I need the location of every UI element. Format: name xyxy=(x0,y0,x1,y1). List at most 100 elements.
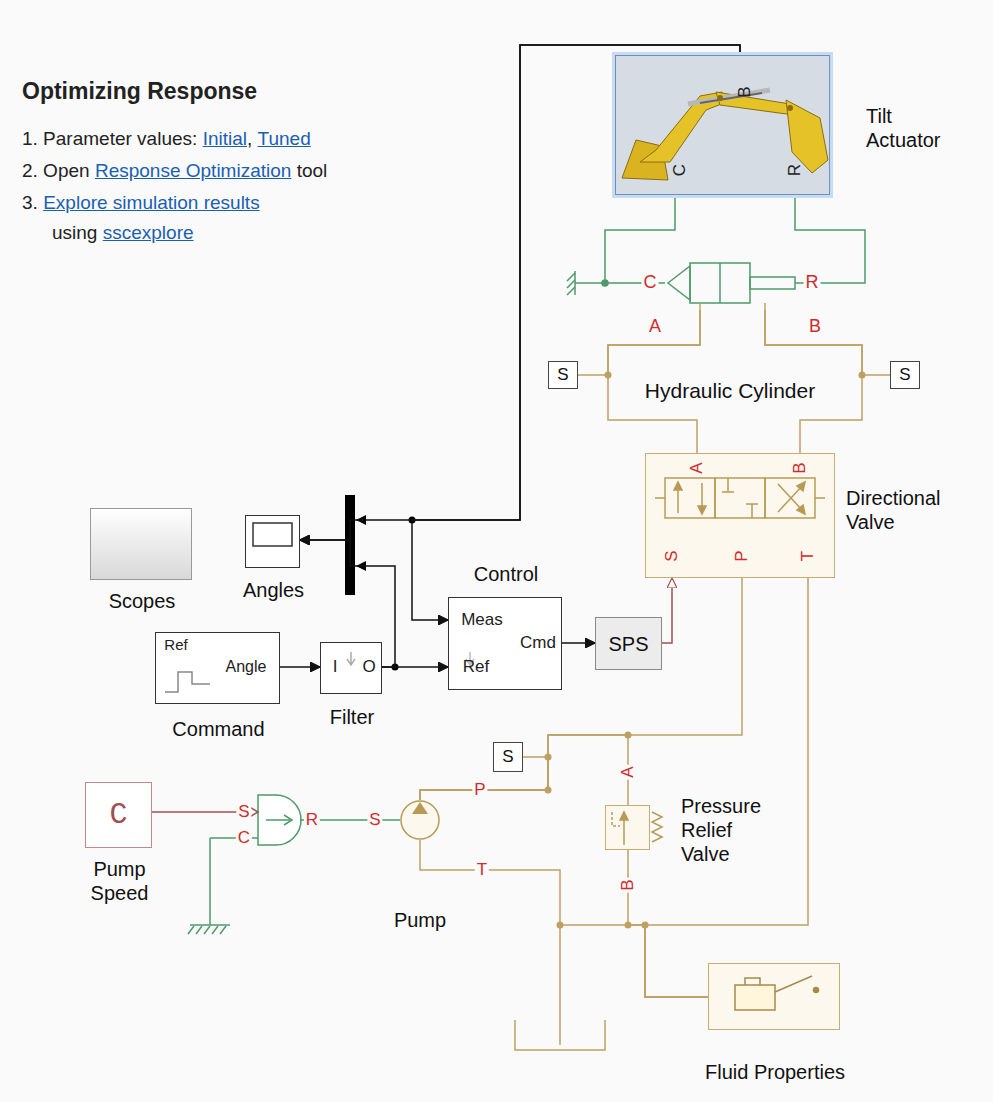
pin-label: Cmd xyxy=(520,634,556,653)
excavator-picture xyxy=(717,95,723,101)
relief-valve: Pressure Relief Valve xyxy=(605,805,650,850)
block-fill xyxy=(708,963,840,1030)
directional-valve: Directional Valve xyxy=(645,453,835,578)
excavator-picture xyxy=(622,90,828,180)
block-name: Control xyxy=(439,562,573,586)
oil-can-icon xyxy=(745,976,812,992)
connector xyxy=(645,578,808,997)
hydraulic-cylinder: Hydraulic Cylinder xyxy=(665,258,795,310)
pin-label: C xyxy=(671,164,690,176)
pin-label: R xyxy=(304,811,320,830)
oil-can-icon xyxy=(735,985,775,1010)
pin-label: T xyxy=(475,861,489,880)
pin-label: B xyxy=(791,462,810,473)
block-icon xyxy=(165,672,210,692)
block-name: Angles xyxy=(221,578,326,602)
cylinder-symbol xyxy=(668,263,795,310)
block-name: Pressure Relief Valve xyxy=(681,794,781,866)
pin-label: B xyxy=(619,877,638,892)
relief-valve-symbol xyxy=(612,812,662,845)
valve-symbol xyxy=(722,478,758,518)
junction-dot xyxy=(392,372,866,929)
pump-outline xyxy=(401,801,439,839)
sps-converter: SPS xyxy=(595,617,662,670)
valve-symbol xyxy=(715,478,765,518)
valve-symbol xyxy=(797,482,805,491)
hyperlink: sscexplore xyxy=(103,222,194,243)
pin-label: Ref xyxy=(164,637,187,654)
connector xyxy=(628,850,708,997)
tilt-actuator: Tilt Actuator xyxy=(615,55,830,195)
constant-block: CPump Speed xyxy=(85,782,152,848)
pin-label: S xyxy=(663,550,682,561)
block-fill xyxy=(90,508,192,580)
note-text: 1. Parameter values: xyxy=(22,128,197,149)
motion-source xyxy=(266,819,290,821)
valve-symbol xyxy=(655,478,825,518)
motion-source xyxy=(258,795,301,845)
pin-label: P xyxy=(733,550,752,561)
block-name: Pump xyxy=(370,908,470,932)
block-fill xyxy=(548,361,578,389)
connector xyxy=(578,310,700,375)
cylinder-symbol xyxy=(764,303,766,310)
valve-symbol xyxy=(815,497,825,499)
valve-symbol xyxy=(778,484,803,511)
pin-label: S xyxy=(367,811,382,830)
tank-symbol xyxy=(559,925,561,1045)
block-name: Hydraulic Cylinder xyxy=(620,378,840,403)
mechanical-ground xyxy=(567,271,608,295)
pump: Pump xyxy=(400,800,440,840)
pin-label: A xyxy=(649,317,661,337)
connector xyxy=(300,540,395,667)
valve-symbol xyxy=(655,497,665,499)
pin-label: A xyxy=(688,462,707,473)
connector xyxy=(765,310,890,375)
motion-source xyxy=(188,795,400,934)
note-line: 1. Parameter values:Initial,Tuned xyxy=(22,128,311,150)
connector xyxy=(420,735,628,805)
connector xyxy=(420,757,548,800)
connector xyxy=(605,195,675,283)
pin-label: C xyxy=(236,829,252,848)
motion-source xyxy=(190,924,230,926)
block-name: Tilt Actuator xyxy=(866,104,966,152)
scope-block: Angles xyxy=(245,515,300,568)
valve-symbol xyxy=(797,505,805,514)
sensor-block: S xyxy=(548,361,578,389)
block-fill xyxy=(448,597,562,690)
hyperlink: Tuned xyxy=(258,128,311,149)
mechanical-ground xyxy=(575,282,605,284)
valve-symbol xyxy=(665,478,715,518)
valve-symbol xyxy=(674,482,682,490)
sensor-block: S xyxy=(493,742,523,772)
motion-source xyxy=(209,838,211,925)
note-text: 3. xyxy=(22,192,38,213)
note-text: using xyxy=(52,222,97,243)
pin-label: P xyxy=(472,781,487,800)
block-fill xyxy=(85,782,152,848)
oil-can-icon xyxy=(814,988,819,993)
pin-label: B xyxy=(736,86,755,97)
cylinder-symbol xyxy=(668,266,690,300)
motion-source xyxy=(284,815,292,825)
connector xyxy=(382,666,448,668)
motion-source xyxy=(188,926,226,934)
control-subsystem: Control xyxy=(448,597,562,690)
connector xyxy=(412,45,740,620)
excavator-picture xyxy=(787,105,793,111)
block-name: Command xyxy=(146,717,291,741)
pin-label: O xyxy=(362,658,375,677)
note-line: 2. OpenResponse Optimizationtool xyxy=(22,160,327,182)
excavator-picture xyxy=(688,90,770,104)
connector xyxy=(280,666,320,668)
physical-signal-wire xyxy=(152,811,248,813)
scope-block: Scopes xyxy=(90,508,192,580)
note-text: tool xyxy=(297,160,328,181)
tank-symbol xyxy=(515,925,605,1050)
pin-label: I xyxy=(333,658,338,677)
mechanical-ground xyxy=(574,271,576,295)
block-fill xyxy=(245,515,300,568)
block-name: Fluid Properties xyxy=(690,1060,860,1084)
connector xyxy=(795,195,865,283)
